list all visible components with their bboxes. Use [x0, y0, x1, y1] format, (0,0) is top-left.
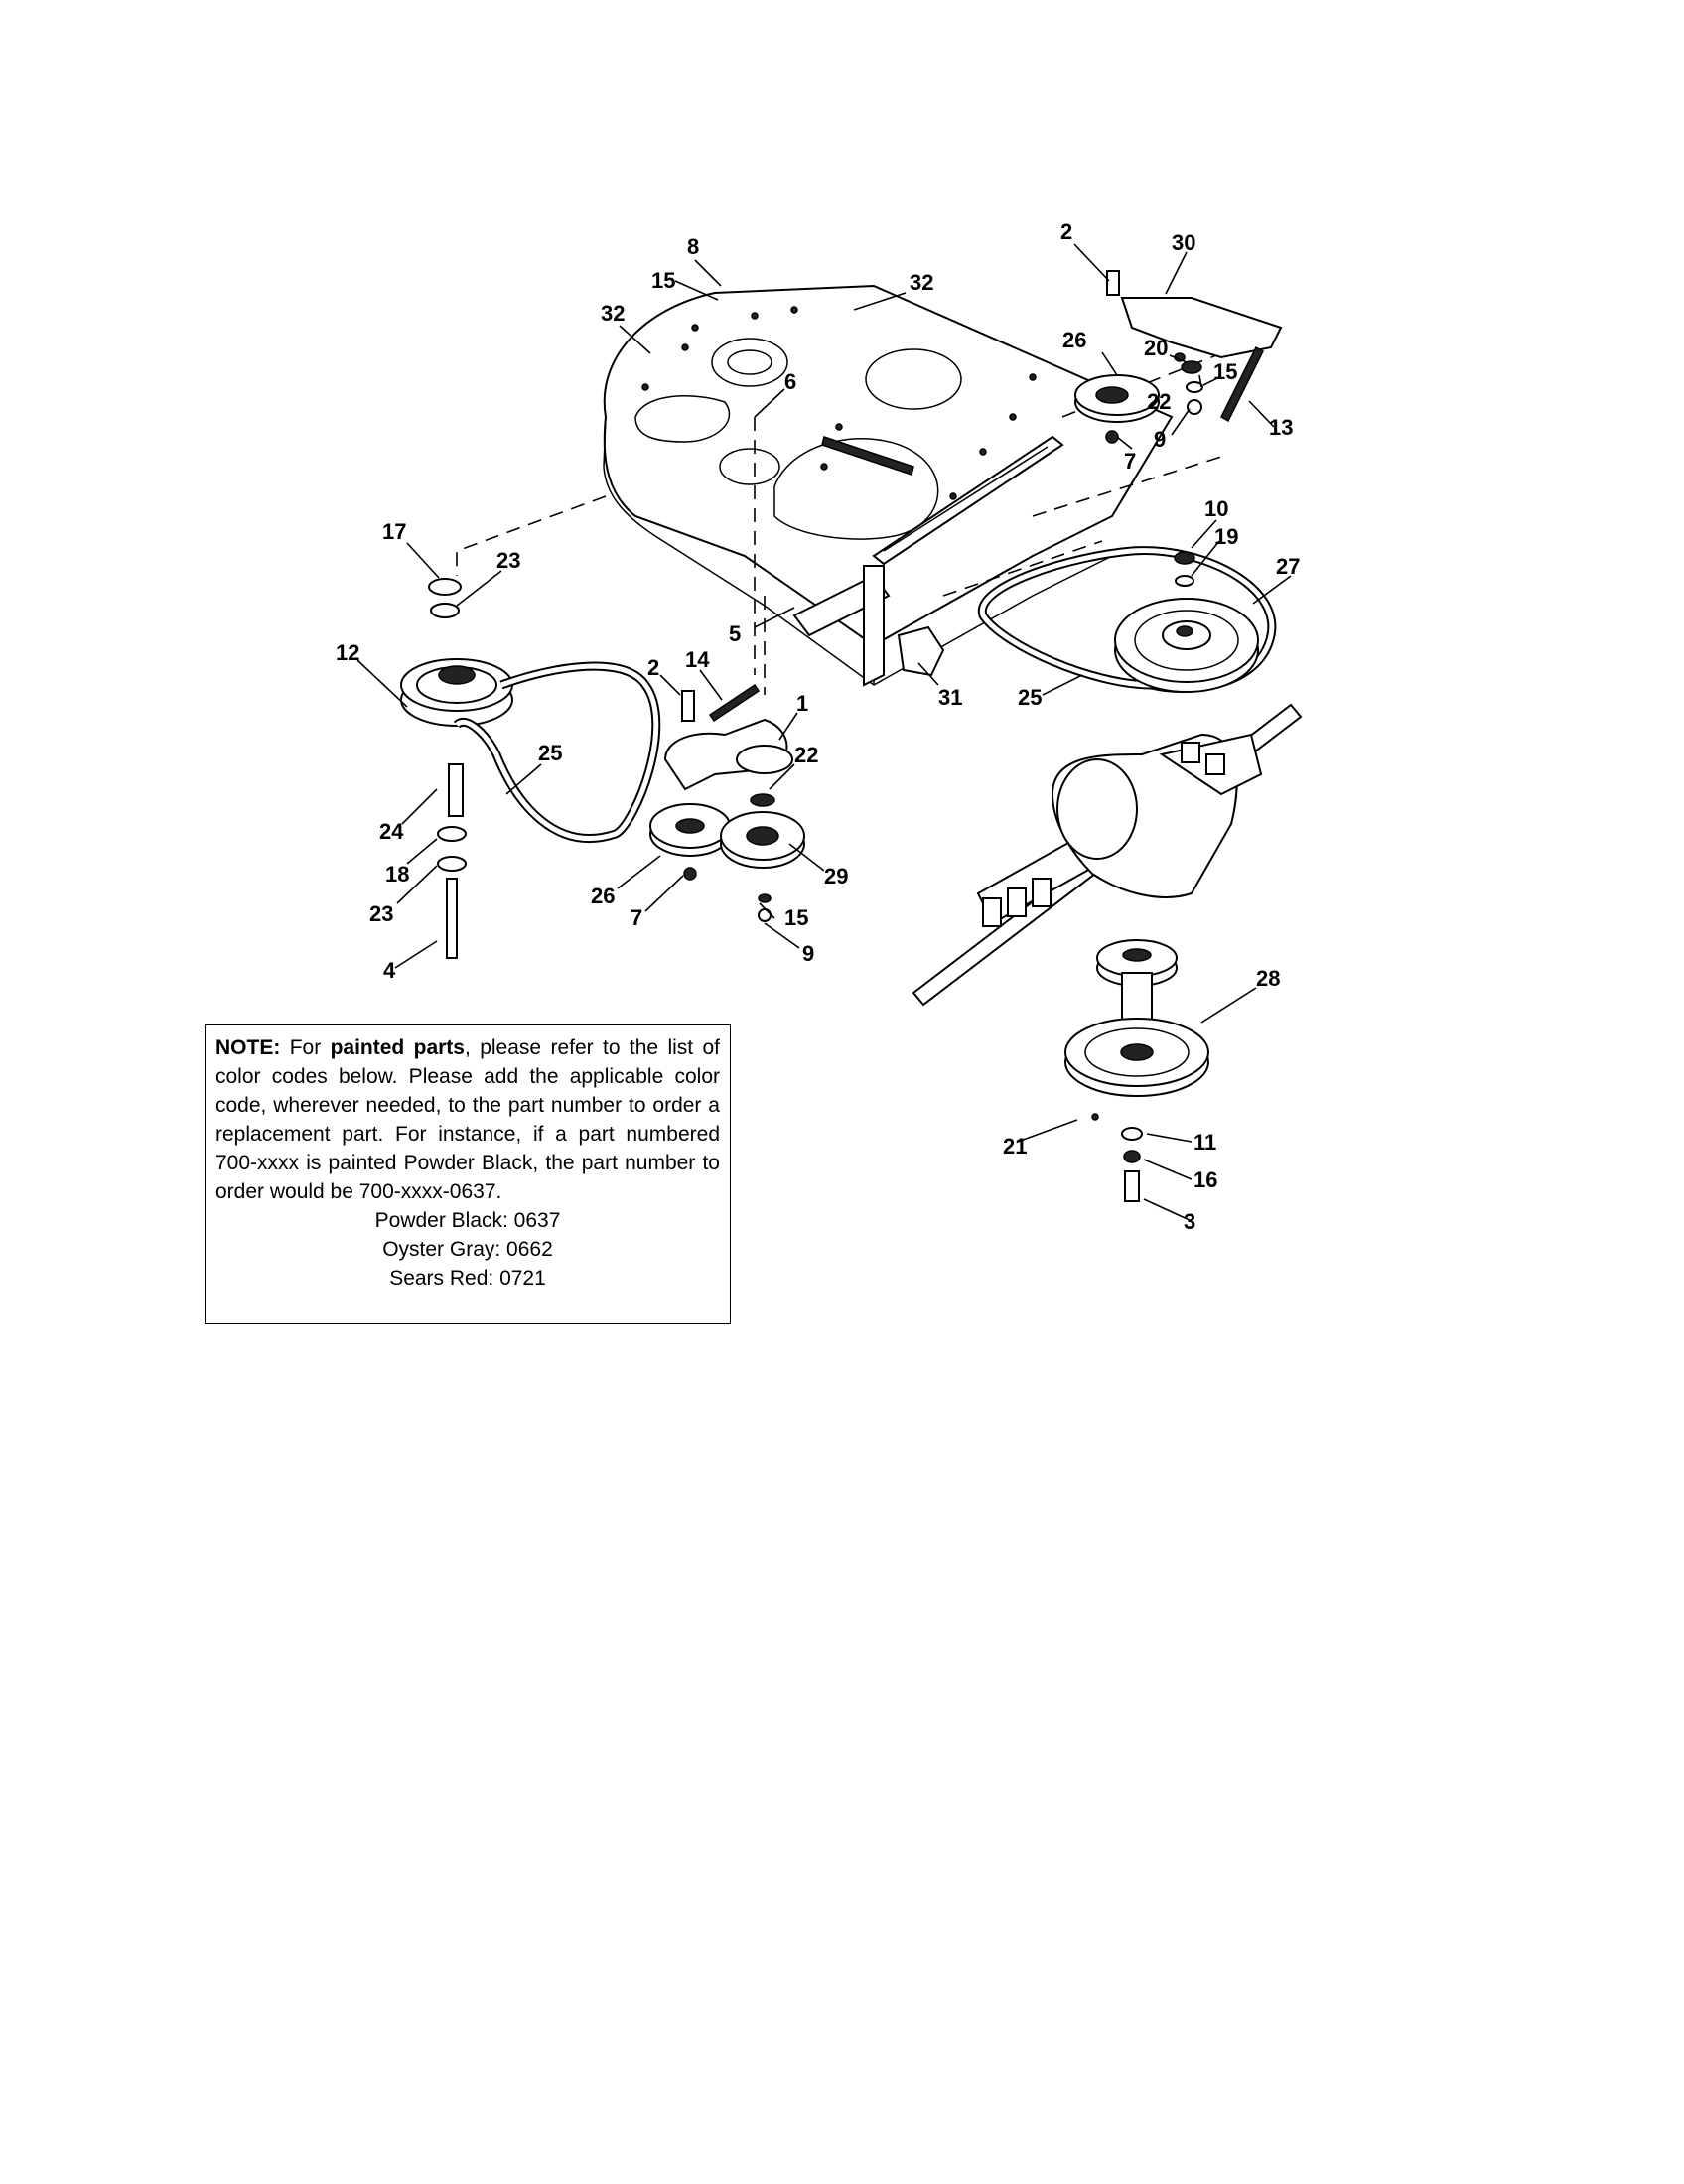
color-code-oyster-gray: Oyster Gray: 0662: [382, 1238, 553, 1261]
callout-20: 20: [1144, 336, 1168, 360]
callout-24: 24: [379, 819, 404, 844]
callout-26-top: 26: [1062, 328, 1086, 352]
callout-5: 5: [729, 621, 741, 646]
callout-25-right: 25: [1018, 685, 1042, 710]
callout-2-top: 2: [1060, 219, 1072, 244]
callout-25-left: 25: [538, 741, 562, 765]
callout-2-mid: 2: [647, 655, 659, 680]
callout-16: 16: [1193, 1167, 1217, 1192]
callout-30: 30: [1172, 230, 1195, 255]
leader-lines: [356, 243, 1292, 1222]
callout-6: 6: [784, 369, 796, 394]
callout-3: 3: [1184, 1209, 1195, 1234]
color-code-powder-black: Powder Black: 0637: [374, 1209, 561, 1232]
note-paragraph: NOTE: For painted parts, please refer to…: [215, 1033, 720, 1206]
callout-29: 29: [824, 864, 848, 888]
note-label: NOTE:: [215, 1036, 281, 1059]
bracket-31: [897, 625, 945, 677]
callout-8: 8: [687, 234, 699, 259]
idler-assembly: [649, 683, 805, 922]
callout-23-bottom: 23: [369, 901, 393, 926]
callout-17: 17: [382, 519, 406, 544]
callout-15-top: 15: [651, 268, 675, 293]
callout-26-mid: 26: [591, 884, 615, 908]
callout-21: 21: [1003, 1134, 1027, 1159]
note-text-2: , please refer to the list of color code…: [215, 1036, 721, 1203]
callout-labels: 8 15 32 32 6 2 30 26 20 15 22 9 13 7 10 …: [336, 219, 1300, 1234]
callout-32-right: 32: [910, 270, 933, 295]
callout-7-top: 7: [1124, 449, 1136, 474]
callout-11: 11: [1193, 1130, 1216, 1155]
callout-1: 1: [796, 691, 808, 716]
right-belt-and-pulley: [977, 546, 1277, 693]
lower-pulley-assembly: [1064, 939, 1209, 1202]
callout-4: 4: [383, 958, 396, 983]
painted-parts-note: NOTE: For painted parts, please refer to…: [205, 1024, 731, 1324]
callout-14: 14: [685, 647, 710, 672]
callout-23-top: 23: [496, 548, 520, 573]
frame-plate: [603, 284, 1174, 687]
callout-18: 18: [385, 862, 409, 887]
upper-right-bracket-assembly: [1074, 270, 1283, 444]
callout-9-mid: 9: [802, 941, 814, 966]
callout-9-top: 9: [1154, 427, 1166, 452]
color-code-sears-red: Sears Red: 0721: [389, 1267, 546, 1290]
note-text-1: For: [280, 1036, 331, 1059]
callout-28: 28: [1256, 966, 1280, 991]
callout-15-mid: 15: [784, 905, 808, 930]
callout-12: 12: [336, 640, 359, 665]
callout-13: 13: [1269, 415, 1293, 440]
left-belt: [453, 661, 661, 843]
callout-15-right: 15: [1213, 359, 1237, 384]
transaxle: [912, 703, 1303, 1007]
callout-22-mid: 22: [794, 743, 818, 767]
callout-7-mid: 7: [631, 905, 642, 930]
callout-27: 27: [1276, 554, 1300, 579]
left-pulley-assembly: [400, 578, 513, 959]
callout-31: 31: [938, 685, 962, 710]
note-emphasis: painted parts: [330, 1036, 465, 1059]
callout-19: 19: [1214, 524, 1238, 549]
callout-10: 10: [1204, 496, 1228, 521]
callout-22-top: 22: [1147, 389, 1171, 414]
callout-32-left: 32: [601, 301, 625, 326]
